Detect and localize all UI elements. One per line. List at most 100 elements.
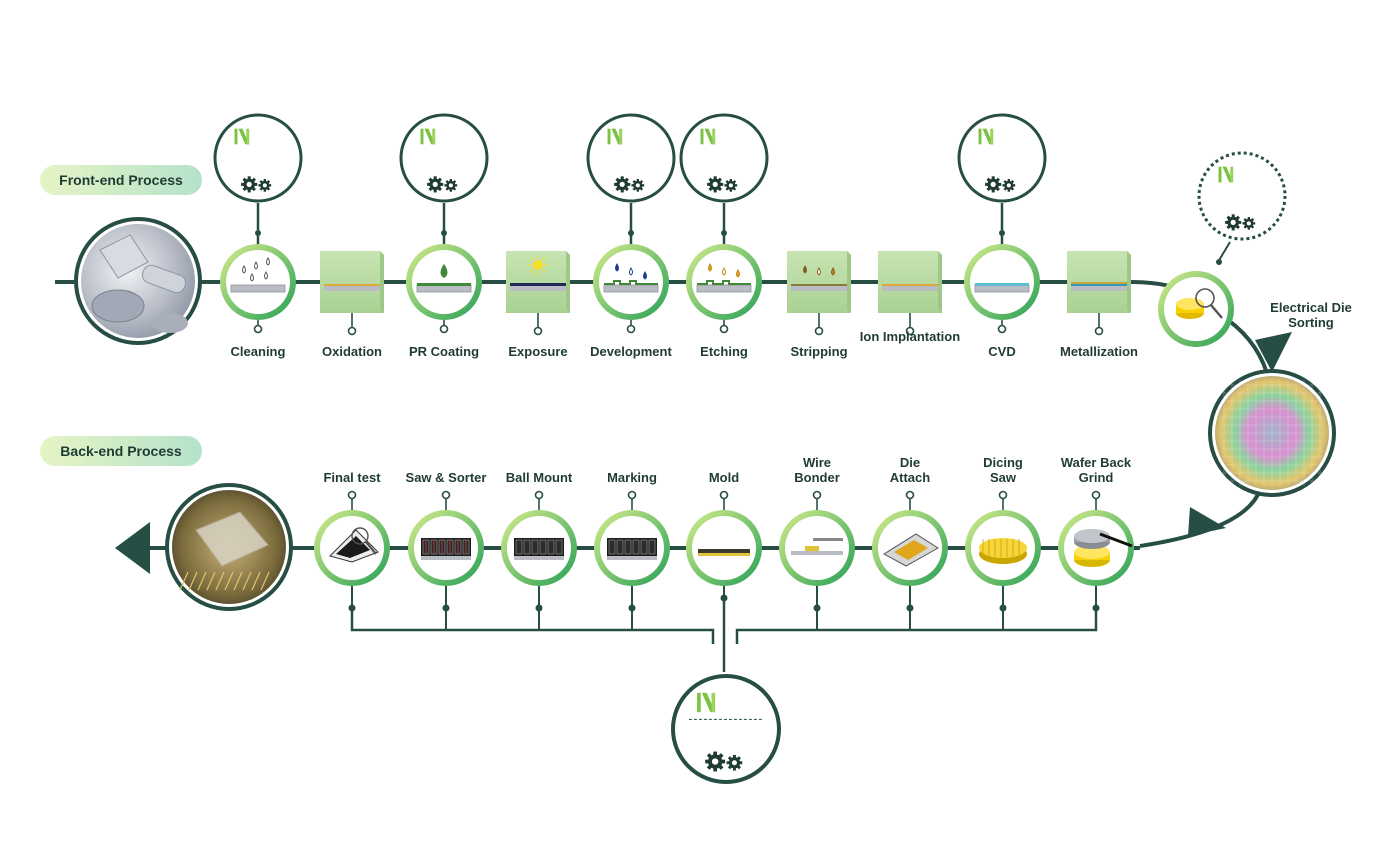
connector-pin: [905, 490, 915, 500]
step-label-wire-bonder: Wire Bonder: [794, 455, 840, 485]
step-electrical-die-sorting: [1158, 271, 1234, 347]
wmx-logo-icon: [234, 128, 250, 145]
gear-icon: [241, 176, 258, 193]
step-dicing-saw: [965, 499, 1041, 586]
gear-icon: [726, 754, 743, 771]
output-arrow-icon: [115, 522, 150, 574]
gear-icon: [444, 179, 458, 192]
step-label-cleaning: Cleaning: [230, 344, 286, 359]
gear-icon: [258, 179, 272, 192]
step-label-etching: Etching: [700, 344, 748, 359]
step-final-test: [314, 499, 390, 586]
cleaning-icon: [230, 257, 286, 293]
cvd-icon: [974, 283, 1030, 293]
wmx-logo-icon: [697, 692, 716, 713]
step-metallization: [1067, 251, 1131, 328]
step-wire-bonder: [779, 499, 855, 586]
wmx-logo-icon: [420, 128, 436, 145]
connector-pin: [998, 490, 1008, 500]
step-label-die-attach: Die Attach: [889, 455, 931, 485]
oxidation-icon: [324, 284, 380, 291]
step-etching: [686, 244, 762, 326]
wmx-logo-icon: [1218, 166, 1234, 183]
process-nodes: [74, 217, 1336, 611]
step-label-final-test: Final test: [323, 470, 381, 485]
flow-arrow-icon: [1188, 507, 1226, 536]
step-label-development: Development: [590, 344, 672, 359]
dicing-saw-icon: [979, 538, 1027, 564]
saw-sorter-icon: [421, 538, 471, 560]
flow-curve-back: [1139, 489, 1262, 548]
step-stripping: [787, 251, 851, 328]
step-die-attach: [872, 499, 948, 586]
connector-pin: [997, 324, 1007, 334]
wmx-logo-icon: [607, 128, 623, 145]
flow-arrow-icon: [1255, 332, 1292, 372]
step-development: [593, 244, 669, 326]
connector-pin: [812, 490, 822, 500]
step-label-exposure: Exposure: [508, 344, 568, 359]
connector-pin: [441, 490, 451, 500]
development-icon: [603, 263, 659, 293]
stripping-icon: [791, 265, 847, 291]
step-label-stripping: Stripping: [790, 344, 848, 359]
gear-icon: [707, 176, 724, 193]
connector-pin: [533, 326, 543, 336]
front-end-process-tag: Front-end Process: [40, 165, 202, 195]
back-bus-right: [735, 605, 1098, 644]
step-label-oxidation: Oxidation: [322, 344, 382, 359]
connector-pin: [627, 490, 637, 500]
machine-application-badge: [679, 113, 769, 203]
exposure-icon: [510, 255, 566, 291]
step-wafer-back-grind: [1058, 499, 1134, 586]
connector-pin: [347, 326, 357, 336]
connector-pin: [1094, 326, 1104, 336]
step-ball-mount: [501, 499, 577, 586]
connector-pin: [347, 490, 357, 500]
step-label-metallization: Metallization: [1059, 344, 1138, 359]
back-bus-left: [350, 605, 715, 644]
machine-application-badge: [213, 113, 303, 203]
step-label-cvd: CVD: [988, 344, 1016, 359]
step-label-pr-coating: PR Coating: [408, 344, 480, 359]
step-label-electrical-die-sorting: Electrical Die Sorting: [1270, 300, 1352, 330]
connector-pin: [719, 324, 729, 334]
die-sorting-icon: [1176, 288, 1223, 319]
metallization-icon: [1071, 282, 1127, 291]
step-exposure: [506, 251, 570, 328]
connector-pin: [719, 490, 729, 500]
gear-icon: [427, 176, 444, 193]
gear-icon: [985, 176, 1002, 193]
machine-application-badge: [586, 113, 676, 203]
connector-pin: [626, 324, 636, 334]
machine-application-badge: [1197, 151, 1287, 241]
connector-pin: [253, 324, 263, 334]
machine-badges: [213, 113, 1287, 784]
mold-icon: [698, 549, 750, 556]
back-end-process-tag: Back-end Process: [40, 436, 202, 466]
etching-icon: [696, 263, 752, 293]
wmx-logo-icon: [700, 128, 716, 145]
step-saw-and-sorter: [408, 499, 484, 586]
finished-chip-image: [165, 483, 293, 611]
connector-pin: [814, 326, 824, 336]
badge-connector: [1217, 241, 1231, 263]
step-label-saw-and-sorter: Saw & Sorter: [405, 470, 487, 485]
machine-application-badge: [671, 674, 781, 784]
step-label-wafer-back-grind: Wafer Back Grind: [1060, 455, 1132, 485]
step-label-dicing-saw: Dicing Saw: [983, 455, 1023, 485]
step-oxidation: [320, 251, 384, 328]
step-label-mold: Mold: [708, 470, 740, 485]
connector-pin: [534, 490, 544, 500]
connector-pin: [905, 326, 915, 336]
ion-implantation-icon: [882, 284, 938, 291]
connector-pin: [1091, 490, 1101, 500]
ball-mount-icon: [514, 538, 564, 560]
gear-icon: [1002, 179, 1016, 192]
step-ion-implantation: [878, 251, 942, 328]
machine-application-badge: [957, 113, 1047, 203]
gear-icon: [614, 176, 631, 193]
raw-material-image: [74, 217, 202, 345]
